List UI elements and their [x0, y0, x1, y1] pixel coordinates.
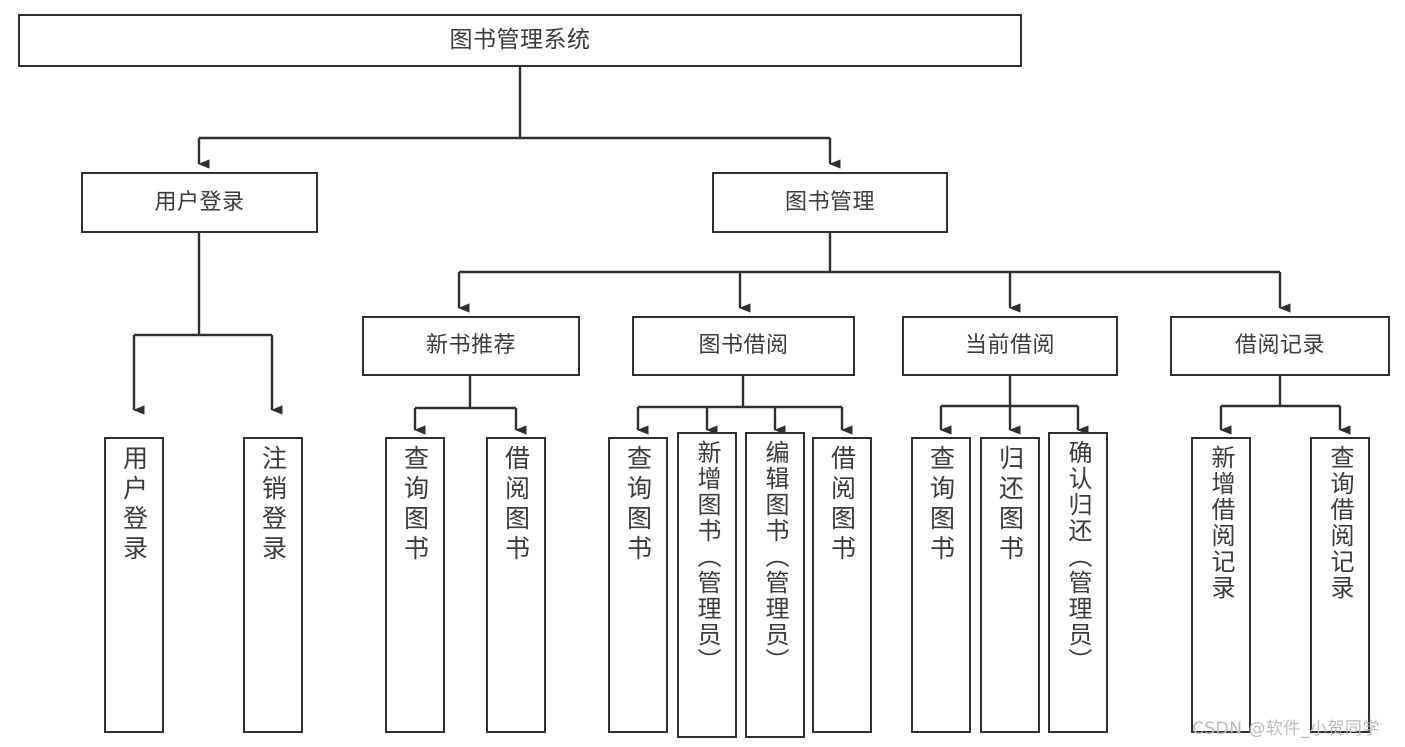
leaf-node-query-books-borrowing[interactable]: 查询图书 [608, 437, 668, 733]
node-label: 借阅图书 [827, 445, 857, 565]
node-label: 当前借阅 [964, 333, 1055, 359]
leaf-node-borrow-books-recommendation[interactable]: 借阅图书 [486, 437, 546, 733]
node-label: 图书管理 [784, 189, 875, 215]
leaf-node-user-login[interactable]: 用户登录 [104, 437, 164, 733]
node-label: 用户登录 [154, 189, 245, 215]
node-label: 新书推荐 [425, 333, 516, 359]
leaf-node-query-books-current[interactable]: 查询图书 [911, 437, 971, 733]
leaf-node-query-books-recommendation[interactable]: 查询图书 [385, 437, 445, 733]
node-borrowing-record[interactable]: 借阅记录 [1170, 316, 1390, 376]
leaf-node-borrow-books-borrowing[interactable]: 借阅图书 [812, 437, 872, 733]
node-label: 图书借阅 [698, 333, 789, 359]
node-user-login[interactable]: 用户登录 [81, 172, 318, 233]
node-label: 图书管理系统 [449, 27, 591, 54]
leaf-node-confirm-return-admin[interactable]: 确认归还（管理员） [1048, 432, 1108, 733]
node-current-borrowing[interactable]: 当前借阅 [902, 316, 1118, 376]
leaf-node-add-book-admin[interactable]: 新增图书（管理员） [677, 432, 737, 738]
node-label: 借阅记录 [1234, 333, 1325, 359]
node-book-management[interactable]: 图书管理 [712, 172, 948, 233]
node-label: 新增借阅记录 [1207, 445, 1235, 601]
node-label: 确认归还（管理员） [1064, 440, 1092, 674]
node-label: 查询图书 [400, 445, 430, 565]
node-label: 编辑图书（管理员） [761, 440, 789, 674]
csdn-watermark: CSDN @软件_小贺同学 [1192, 719, 1380, 739]
node-book-borrowing[interactable]: 图书借阅 [632, 316, 855, 376]
node-label: 新增图书（管理员） [693, 440, 721, 674]
node-label: 归还图书 [995, 445, 1025, 565]
node-root-book-management-system[interactable]: 图书管理系统 [18, 14, 1022, 67]
node-label: 查询借阅记录 [1326, 445, 1354, 601]
node-label: 借阅图书 [501, 445, 531, 565]
node-new-book-recommendation[interactable]: 新书推荐 [362, 316, 580, 376]
node-label: 注销登录 [258, 445, 288, 565]
leaf-node-return-books[interactable]: 归还图书 [980, 437, 1040, 733]
leaf-node-logout[interactable]: 注销登录 [243, 437, 303, 733]
leaf-node-add-borrowing-record[interactable]: 新增借阅记录 [1191, 437, 1251, 733]
node-label: 查询图书 [623, 445, 653, 565]
leaf-node-query-borrowing-record[interactable]: 查询借阅记录 [1310, 437, 1370, 733]
leaf-node-edit-book-admin[interactable]: 编辑图书（管理员） [745, 432, 805, 738]
node-label: 查询图书 [926, 445, 956, 565]
node-label: 用户登录 [119, 445, 149, 565]
